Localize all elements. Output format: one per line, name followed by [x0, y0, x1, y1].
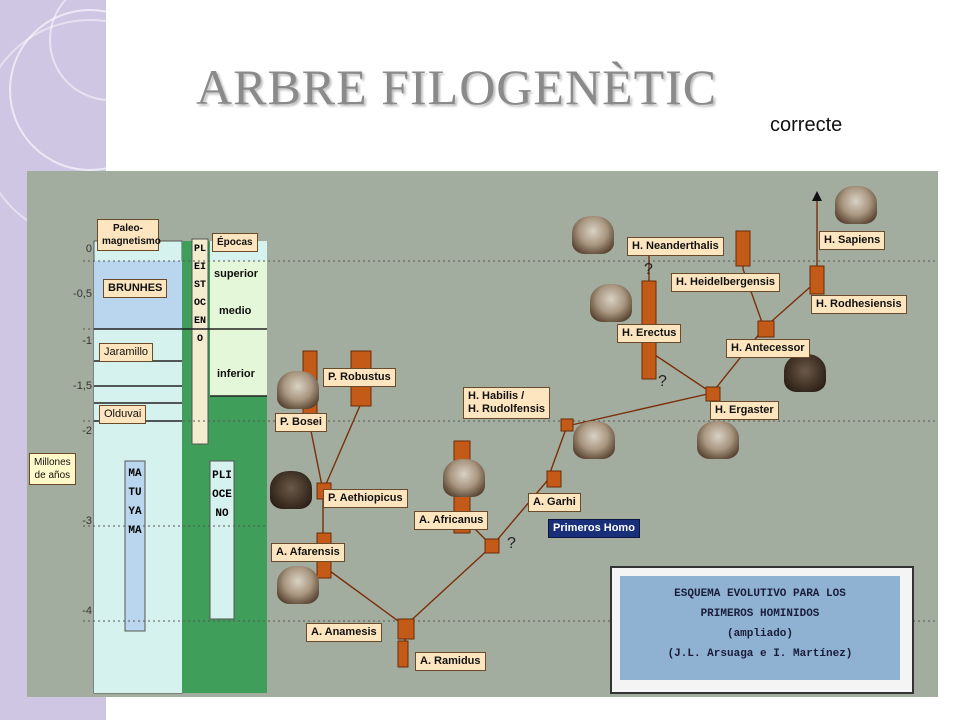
species-aethiopicus: P. Aethiopicus — [323, 489, 408, 508]
tick-1: -1 — [82, 335, 92, 347]
tick-2: -2 — [82, 425, 92, 437]
species-bosei: P. Bosei — [275, 413, 327, 432]
question-mark: ? — [507, 535, 516, 552]
plioceno-label: PLIOCENO — [212, 470, 232, 520]
pleistoceno-label: PLEISTOCENO — [193, 244, 206, 345]
skull-image — [572, 216, 614, 254]
matuyama-label: MATUYAMA — [128, 468, 142, 537]
species-habilis: H. Habilis / H. Rudolfensis — [463, 387, 551, 419]
species-anamesis: A. Anamesis — [306, 623, 382, 642]
legend-line-2: PRIMEROS HOMINIDOS — [700, 608, 820, 620]
primeros-homo-label: Primeros Homo — [548, 519, 640, 538]
skull-image — [697, 421, 739, 459]
species-neanderthalis: H. Neanderthalis — [627, 237, 724, 256]
skull-image — [270, 471, 312, 509]
species-garhi: A. Garhi — [528, 493, 581, 512]
tick-1-5: -1,5 — [73, 380, 92, 392]
legend-line-4: (J.L. Arsuaga e I. Martínez) — [667, 648, 853, 660]
species-heidelbergensis: H. Heidelbergensis — [671, 273, 781, 292]
skull-image — [835, 186, 877, 224]
skull-image — [277, 371, 319, 409]
legend-line-1: ESQUEMA EVOLUTIVO PARA LOS — [674, 588, 846, 600]
species-antecessor: H. Antecessor — [726, 339, 810, 358]
question-mark: ? — [658, 373, 667, 390]
medio-label: medio — [219, 305, 252, 317]
tick-0: 0 — [85, 243, 92, 255]
superior-label: superior — [214, 268, 259, 280]
species-rodhesiensis: H. Rodhesiensis — [811, 295, 907, 314]
legend-line-3: (ampliado) — [726, 628, 793, 640]
question-mark: ? — [644, 261, 653, 278]
skull-image — [573, 421, 615, 459]
tick-3: -3 — [82, 515, 92, 527]
species-ergaster: H. Ergaster — [710, 401, 779, 420]
paleomagnetism-header: Paleo- magnetismo — [97, 219, 161, 251]
millones-label: Millones de años — [29, 453, 76, 485]
species-erectus: H. Erectus — [617, 324, 682, 343]
brunhes-label: BRUNHES — [103, 279, 168, 298]
legend-inner: ESQUEMA EVOLUTIVO PARA LOS PRIMEROS HOMI… — [620, 576, 900, 680]
species-africanus: A. Africanus — [414, 511, 489, 530]
species-afarensis: A. Afarensis — [271, 543, 345, 562]
species-sapiens: H. Sapiens — [819, 231, 886, 250]
skull-image — [277, 566, 319, 604]
tick-0-5: -0,5 — [73, 288, 92, 300]
phylogenetic-diagram: Paleo- magnetismo Épocas BRUNHES Jaramil… — [27, 171, 938, 697]
page-subtitle: correcte — [770, 114, 843, 136]
page-title: ARBRE FILOGENÈTIC — [196, 59, 718, 115]
legend-box: ESQUEMA EVOLUTIVO PARA LOS PRIMEROS HOMI… — [610, 566, 914, 694]
epochs-header: Épocas — [212, 233, 258, 252]
inferior-label: inferior — [217, 368, 255, 380]
skull-image — [784, 354, 826, 392]
jaramillo-label: Jaramillo — [99, 343, 154, 362]
species-robustus: P. Robustus — [323, 368, 396, 387]
olduvai-label: Olduvai — [99, 405, 147, 424]
skull-image — [443, 459, 485, 497]
skull-image — [590, 284, 632, 322]
tick-4: -4 — [82, 605, 92, 617]
species-ramidus: A. Ramidus — [415, 652, 486, 671]
